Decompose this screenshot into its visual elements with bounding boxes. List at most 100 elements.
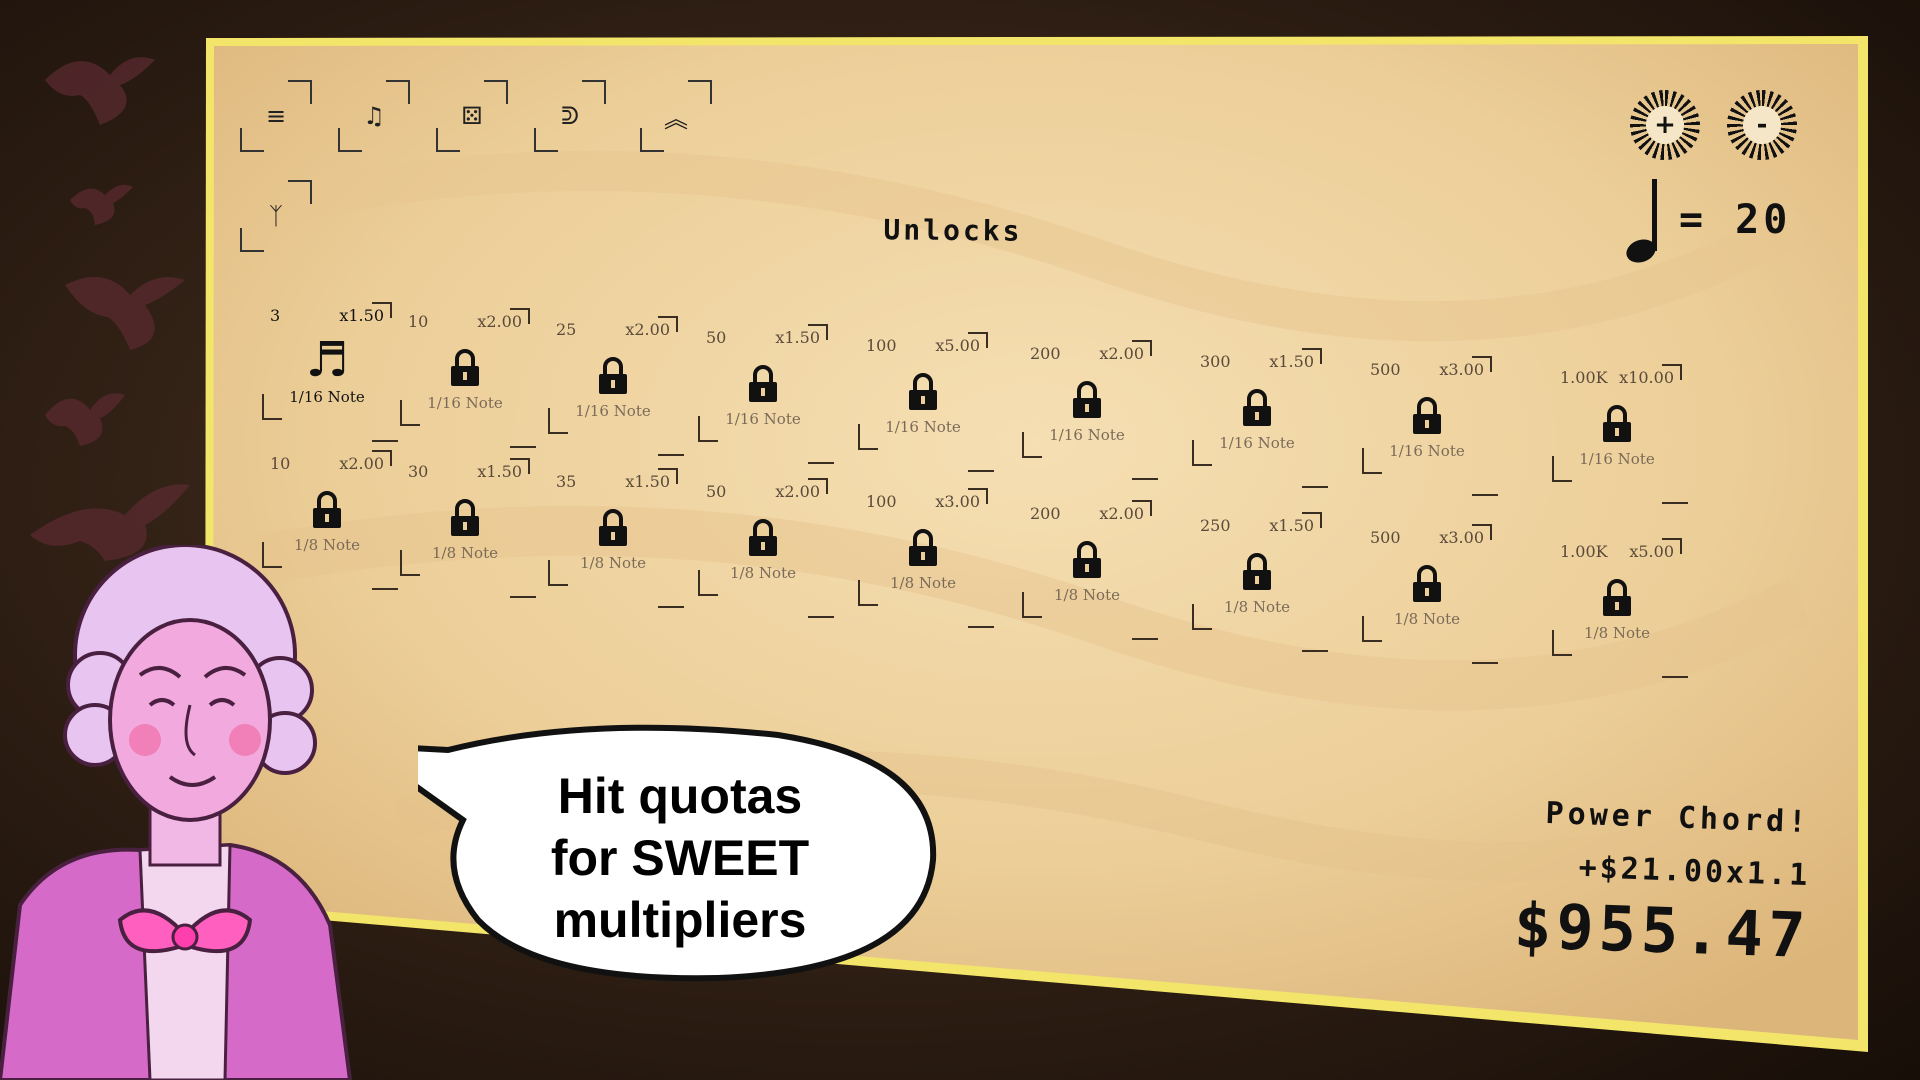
wings-button[interactable]: ᛉ bbox=[240, 180, 312, 252]
unlock-note-label: 1/16 Note bbox=[885, 418, 961, 436]
unlock-cost: 200 bbox=[1030, 344, 1061, 363]
lock-icon bbox=[1243, 553, 1271, 590]
unlock-note-label: 1/16 Note bbox=[1219, 434, 1295, 452]
unlock-note-label: 1/16 Note bbox=[1049, 426, 1125, 444]
unlock-cost: 250 bbox=[1200, 516, 1231, 535]
speech-bubble bbox=[418, 724, 937, 982]
unlock-note-label: 1/16 Note bbox=[725, 410, 801, 428]
lock-icon bbox=[1243, 389, 1271, 426]
unlock-cost: 300 bbox=[1200, 352, 1231, 371]
unlock-slot[interactable]: 10 x2.00 1/8 Note bbox=[262, 448, 398, 590]
double-chevron-up-icon: ︽ bbox=[664, 104, 688, 133]
unlock-cost: 500 bbox=[1370, 360, 1401, 379]
lock-icon bbox=[599, 357, 627, 394]
minus-icon: - bbox=[1756, 110, 1768, 140]
music-button[interactable]: ♫ bbox=[338, 80, 410, 152]
unlock-note-label: 1/16 Note bbox=[1579, 450, 1655, 468]
unlock-note-label: 1/16 Note bbox=[575, 402, 651, 420]
unlock-cost: 35 bbox=[556, 472, 577, 491]
speech-text: Hit quotas for SWEET multipliers bbox=[470, 765, 890, 951]
bird-silhouette-icon bbox=[45, 393, 125, 446]
unlock-multiplier: x1.50 bbox=[775, 328, 820, 347]
unlock-multiplier: x2.00 bbox=[625, 320, 670, 339]
unlock-multiplier: x10.00 bbox=[1619, 368, 1674, 387]
zoom-in-button[interactable]: + bbox=[1630, 90, 1700, 160]
unlock-multiplier: x2.00 bbox=[339, 454, 384, 473]
ear-button[interactable]: ᕲ bbox=[534, 80, 606, 152]
composer-character bbox=[0, 545, 353, 1080]
unlock-slot[interactable]: 3 x1.50 ♬1/16 Note bbox=[262, 300, 398, 442]
unlock-note-label: 1/8 Note bbox=[1054, 586, 1120, 604]
unlock-cost: 3 bbox=[270, 306, 281, 325]
tempo-value: = 20 bbox=[1679, 197, 1792, 243]
unlock-slot[interactable]: 1.00K x10.00 1/16 Note bbox=[1552, 362, 1688, 504]
tempo-display: = 20 bbox=[1625, 175, 1791, 265]
unlock-note-label: 1/8 Note bbox=[294, 536, 360, 554]
unlock-slot[interactable]: 50 x1.50 1/16 Note bbox=[698, 322, 834, 464]
unlock-note-label: 1/8 Note bbox=[890, 574, 956, 592]
event-text: Power Chord! bbox=[1544, 795, 1811, 841]
unlock-multiplier: x1.50 bbox=[1269, 352, 1314, 371]
lock-icon bbox=[909, 529, 937, 566]
dice-icon: ⚄ bbox=[461, 102, 483, 130]
unlock-cost: 50 bbox=[706, 482, 727, 501]
unlock-multiplier: x1.50 bbox=[625, 472, 670, 491]
lock-icon bbox=[451, 499, 479, 536]
unlock-cost: 10 bbox=[270, 454, 291, 473]
upgrade-button[interactable]: ︽ bbox=[640, 80, 712, 152]
unlock-note-label: 1/8 Note bbox=[1584, 624, 1650, 642]
unlock-multiplier: x3.00 bbox=[935, 492, 980, 511]
unlock-multiplier: x5.00 bbox=[1629, 542, 1674, 561]
unlock-cost: 10 bbox=[408, 312, 429, 331]
unlock-cost: 30 bbox=[408, 462, 429, 481]
unlock-note-label: 1/16 Note bbox=[289, 388, 365, 406]
speech-line-3: multipliers bbox=[553, 892, 807, 948]
unlock-cost: 50 bbox=[706, 328, 727, 347]
zoom-out-button[interactable]: - bbox=[1727, 90, 1797, 160]
unlock-slot[interactable]: 200 x2.00 1/16 Note bbox=[1022, 338, 1158, 480]
unlock-cost: 25 bbox=[556, 320, 577, 339]
unlock-slot[interactable]: 1.00K x5.00 1/8 Note bbox=[1552, 536, 1688, 678]
unlock-slot[interactable]: 100 x5.00 1/16 Note bbox=[858, 330, 994, 472]
unlock-slot[interactable]: 10 x2.00 1/16 Note bbox=[400, 306, 536, 448]
menu-button[interactable]: ≡ bbox=[240, 80, 312, 152]
unlock-note-label: 1/16 Note bbox=[427, 394, 503, 412]
unlock-multiplier: x1.50 bbox=[339, 306, 384, 325]
unlock-cost: 100 bbox=[866, 336, 897, 355]
unlock-multiplier: x1.50 bbox=[1269, 516, 1314, 535]
lock-icon bbox=[1603, 579, 1631, 616]
unlock-cost: 100 bbox=[866, 492, 897, 511]
unlock-slot[interactable]: 25 x2.00 1/16 Note bbox=[548, 314, 684, 456]
unlock-cost: 1.00K bbox=[1560, 542, 1608, 561]
lock-icon bbox=[1073, 381, 1101, 418]
unlock-slot[interactable]: 300 x1.50 1/16 Note bbox=[1192, 346, 1328, 488]
unlock-cost: 500 bbox=[1370, 528, 1401, 547]
bird-silhouette-icon bbox=[30, 484, 190, 561]
unlock-multiplier: x2.00 bbox=[477, 312, 522, 331]
money-total: $955.47 bbox=[1512, 888, 1812, 973]
unlock-multiplier: x2.00 bbox=[1099, 344, 1144, 363]
ear-icon: ᕲ bbox=[561, 102, 579, 130]
unlock-cost: 1.00K bbox=[1560, 368, 1608, 387]
unlock-slot[interactable]: 200 x2.00 1/8 Note bbox=[1022, 498, 1158, 640]
sixteenth-note-icon: ♬ bbox=[305, 332, 349, 388]
unlock-multiplier: x5.00 bbox=[935, 336, 980, 355]
gain-text: +$21.00x1.1 bbox=[1577, 850, 1811, 894]
bird-silhouette-icon bbox=[70, 184, 133, 225]
unlock-note-label: 1/16 Note bbox=[1389, 442, 1465, 460]
plus-icon: + bbox=[1654, 110, 1676, 140]
unlock-multiplier: x2.00 bbox=[1099, 504, 1144, 523]
page-title: Unlocks bbox=[883, 213, 1023, 248]
lock-icon bbox=[313, 491, 341, 528]
unlock-slot[interactable]: 100 x3.00 1/8 Note bbox=[858, 486, 994, 628]
menu-icon: ≡ bbox=[265, 102, 287, 130]
dice-button[interactable]: ⚄ bbox=[436, 80, 508, 152]
wings-icon: ᛉ bbox=[268, 202, 284, 230]
unlock-cost: 200 bbox=[1030, 504, 1061, 523]
